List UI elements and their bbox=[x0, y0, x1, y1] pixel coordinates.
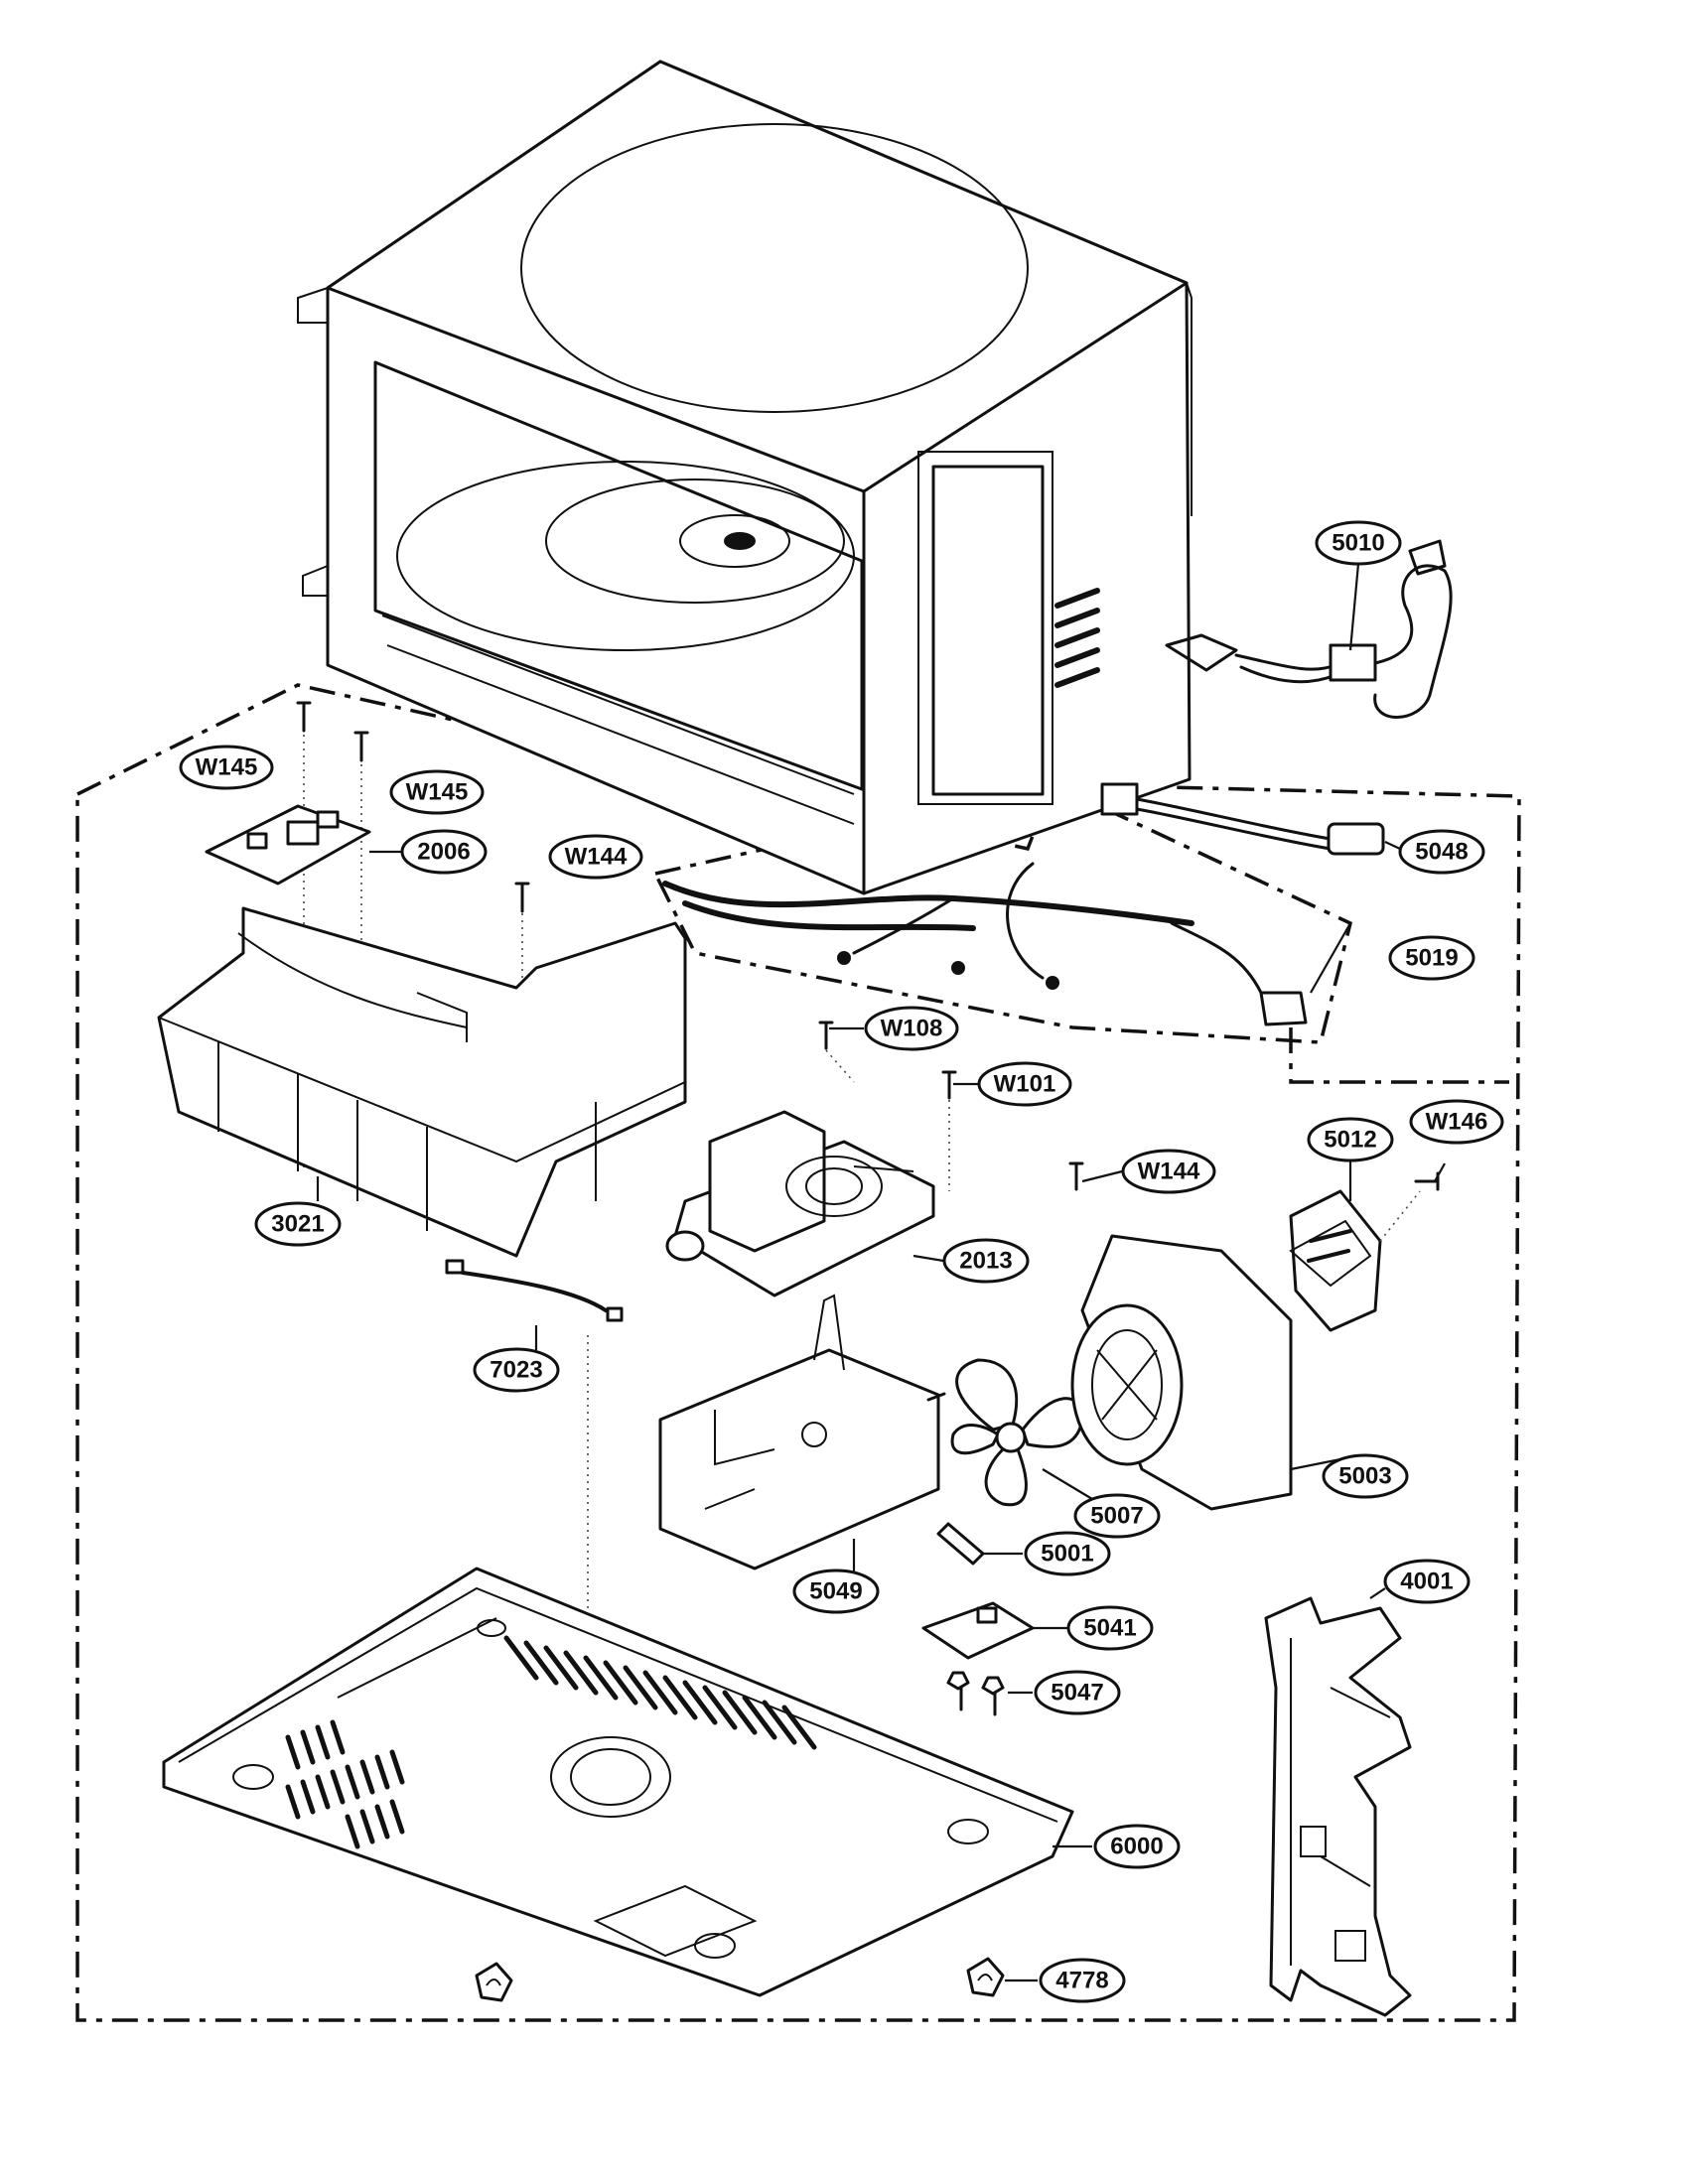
hv-transformer-board bbox=[665, 1110, 935, 1297]
callout-5019: 5019 bbox=[1388, 935, 1475, 981]
callout-5003: 5003 bbox=[1322, 1453, 1409, 1499]
thermistor-cable bbox=[445, 1259, 624, 1668]
bracket-shield bbox=[157, 906, 687, 1258]
latch-bracket bbox=[1264, 1596, 1412, 2017]
svg-text:6000: 6000 bbox=[1110, 1834, 1163, 1860]
callout-w145-right: W145 bbox=[389, 769, 485, 815]
svg-text:5019: 5019 bbox=[1405, 945, 1458, 972]
svg-text:W144: W144 bbox=[1138, 1159, 1200, 1185]
svg-text:4001: 4001 bbox=[1400, 1569, 1453, 1595]
svg-text:5012: 5012 bbox=[1324, 1127, 1376, 1154]
svg-text:W144: W144 bbox=[565, 844, 628, 871]
callout-w146: W146 bbox=[1409, 1099, 1504, 1145]
callout-2006: 2006 bbox=[400, 829, 488, 875]
callout-5048: 5048 bbox=[1398, 829, 1485, 875]
svg-text:2013: 2013 bbox=[959, 1248, 1012, 1275]
callout-w108: W108 bbox=[864, 1006, 959, 1051]
svg-text:5007: 5007 bbox=[1090, 1503, 1143, 1530]
rubber-feet bbox=[475, 1957, 1005, 2002]
svg-text:5001: 5001 bbox=[1041, 1541, 1093, 1568]
svg-text:5047: 5047 bbox=[1051, 1680, 1103, 1706]
base-plate bbox=[162, 1567, 1074, 1997]
svg-text:5041: 5041 bbox=[1083, 1615, 1136, 1642]
callout-4778: 4778 bbox=[1039, 1958, 1126, 2003]
control-board bbox=[205, 804, 371, 886]
wire-harness bbox=[662, 782, 1385, 1026]
svg-text:W101: W101 bbox=[994, 1071, 1056, 1098]
svg-text:3021: 3021 bbox=[271, 1211, 324, 1238]
power-cord bbox=[1165, 539, 1453, 719]
callout-5012: 5012 bbox=[1307, 1117, 1394, 1162]
svg-text:4778: 4778 bbox=[1055, 1968, 1108, 1994]
svg-text:W145: W145 bbox=[406, 779, 469, 806]
leader-lines bbox=[316, 563, 1446, 1982]
sub-boundary-right bbox=[1289, 1027, 1509, 1084]
svg-text:5010: 5010 bbox=[1332, 530, 1384, 557]
callout-7023: 7023 bbox=[473, 1347, 560, 1393]
svg-text:5003: 5003 bbox=[1338, 1463, 1391, 1490]
svg-text:W108: W108 bbox=[881, 1016, 943, 1042]
svg-text:2006: 2006 bbox=[417, 839, 470, 866]
callout-w145-left: W145 bbox=[179, 745, 274, 790]
svg-text:5049: 5049 bbox=[809, 1578, 862, 1605]
callout-5041: 5041 bbox=[1066, 1605, 1154, 1651]
assembly-boundary bbox=[75, 683, 1521, 2022]
svg-text:7023: 7023 bbox=[490, 1357, 542, 1384]
svg-text:W146: W146 bbox=[1426, 1109, 1488, 1136]
oven-cavity bbox=[297, 60, 1193, 895]
fan-motor-housing bbox=[1070, 1234, 1293, 1511]
svg-text:W145: W145 bbox=[196, 754, 258, 781]
callout-w144-mid: W144 bbox=[1121, 1149, 1216, 1194]
stirrer-motor bbox=[1289, 1189, 1421, 1332]
callout-5001: 5001 bbox=[1024, 1531, 1111, 1576]
callout-5047: 5047 bbox=[1034, 1670, 1121, 1715]
callout-5049: 5049 bbox=[792, 1569, 880, 1614]
callout-5010: 5010 bbox=[1315, 520, 1402, 566]
fan-blade bbox=[926, 1358, 1084, 1507]
mounting-plate bbox=[658, 1294, 940, 1570]
switch-board bbox=[921, 1601, 1035, 1716]
callout-4001: 4001 bbox=[1383, 1559, 1471, 1604]
callout-2013: 2013 bbox=[942, 1238, 1030, 1284]
callout-5007: 5007 bbox=[1073, 1493, 1161, 1539]
callout-w144-top: W144 bbox=[548, 834, 643, 880]
callout-6000: 6000 bbox=[1093, 1824, 1181, 1869]
callout-w101: W101 bbox=[977, 1061, 1072, 1107]
motor-shaft bbox=[936, 1522, 985, 1566]
svg-text:5048: 5048 bbox=[1415, 839, 1468, 866]
callout-3021: 3021 bbox=[254, 1201, 342, 1247]
